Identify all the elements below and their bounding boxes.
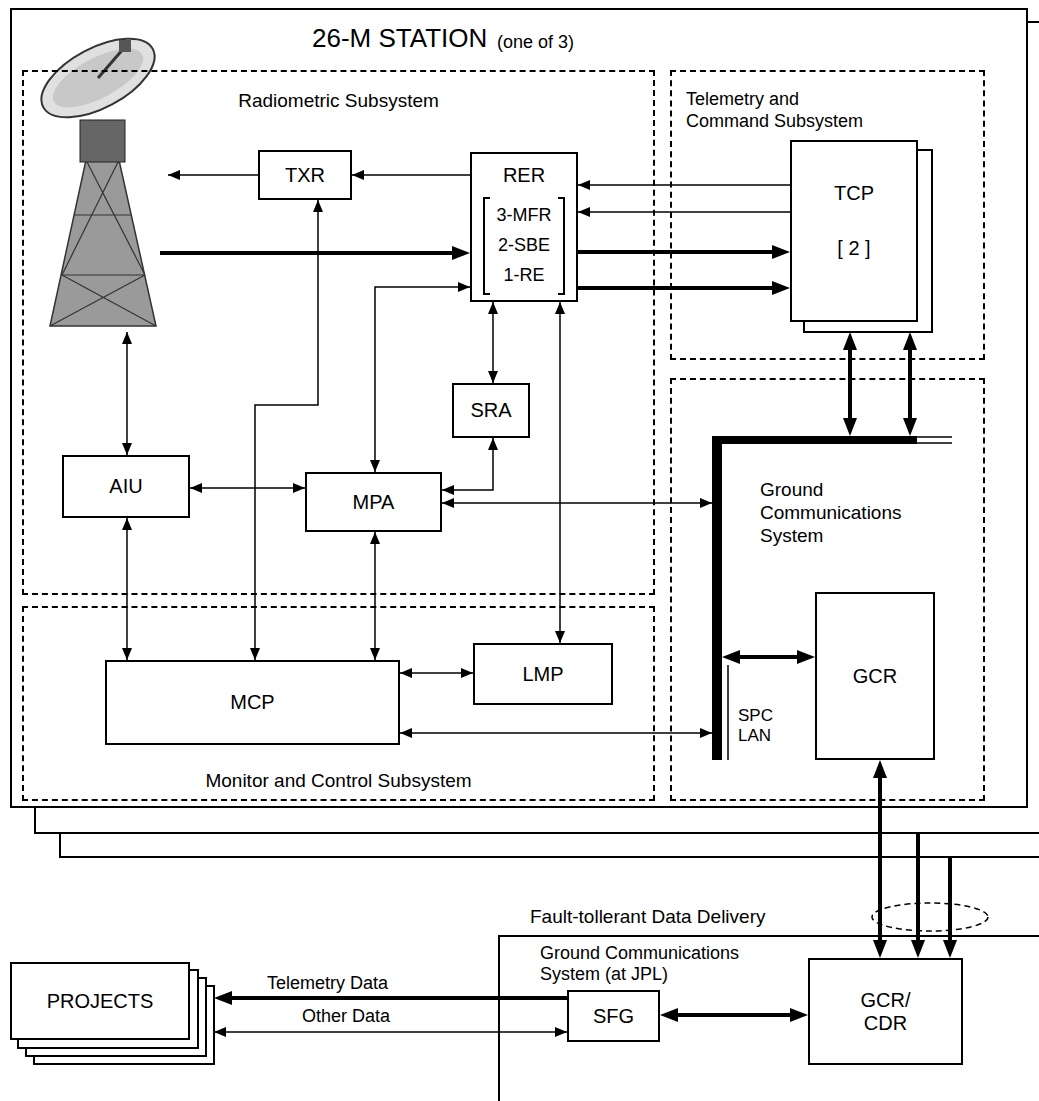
connector [400,732,712,734]
bracket [558,198,564,294]
antenna-lattice [50,160,156,326]
process-box: SRA [452,383,530,438]
connector [374,532,376,660]
box-label: GCR [853,665,897,688]
antenna-dish [29,22,167,133]
connector [670,1013,798,1017]
box-label: [ 2 ] [792,237,916,260]
connector [559,302,561,643]
box-label: PROJECTS [47,990,154,1013]
connector [190,487,305,489]
box-label: RER [472,164,576,187]
region-heading: (one of 3) [497,32,574,53]
antenna-control-line [126,332,128,455]
connector [492,302,494,383]
lan-bus-bar [712,436,722,760]
process-box: AIU [62,455,190,518]
connector [578,286,780,290]
box-label: AIU [109,475,142,498]
connector [126,518,128,660]
antenna-signal-line [160,251,460,255]
connector [732,655,805,659]
dashed-ellipse [872,903,988,931]
region-heading: Ground Communications System [760,478,925,547]
region-heading: Radiometric Subsystem [24,90,653,112]
process-box: TXR [258,150,352,200]
connector [214,1031,567,1033]
facility-region: Ground Communications System (at JPL) SFG… [498,935,1039,1101]
antenna-mount [80,120,125,162]
connector [352,174,470,176]
process-box: TCP [ 2 ] [790,140,918,322]
antenna-tower [50,160,156,326]
process-box: SFG [567,990,660,1042]
connector [442,438,493,490]
bracket [484,198,490,294]
subsystem-region: Telemetry and Command SubsystemTCP [ 2 ] [670,70,985,360]
antenna-illustration [29,22,167,326]
connector-label: Other Data [300,1006,392,1027]
box-label: SRA [470,399,511,422]
connector [224,996,567,1000]
connector-label: Telemetry Data [265,973,390,994]
connector [255,200,318,660]
process-box: GCR/ CDR [808,958,963,1065]
box-label: SFG [593,1005,634,1028]
box-label: TXR [285,164,325,187]
lan-bus: SPC LAN [712,436,952,760]
station-ground [10,8,1028,808]
region-heading: Ground Communications System (at JPL) [540,943,765,985]
antenna-feed [98,48,124,78]
connector [578,184,790,186]
subsystem-region: Ground Communications SystemSPC LAN GCR [670,378,985,801]
box-label: 3-MFR 2-SBE 1-RE [491,200,557,290]
connector [400,672,473,674]
annotation-label: Fault-tollerant Data Delivery [530,906,765,928]
box-label: TCP [792,182,916,205]
box-label: MPA [353,491,395,514]
region-heading: Monitor and Control Subsystem [24,770,653,792]
box-label: GCR/ CDR [856,989,916,1035]
connector [878,770,882,948]
connector [375,287,470,472]
region-heading: 26-M STATION [312,24,487,54]
lan-bus-line [728,437,952,760]
box-label: MCP [230,691,274,714]
subsystem-region: Radiometric SubsystemTXR RER 3-MFR 2-SBE 1… [22,70,655,595]
subsystem-region: Monitor and Control Subsystem MCP LMP [22,606,655,801]
tcp-ground [790,140,918,322]
region-heading: SPC LAN [738,706,788,745]
antenna-dish-face [44,37,151,119]
process-box: PROJECTS [10,962,190,1040]
process-box: GCR [815,592,935,760]
station-frame: 26-M STATION (one of 3) Radiometric Subsys… [10,8,1028,808]
process-box: MPA [305,472,442,532]
process-box: RER 3-MFR 2-SBE 1-RE [470,152,578,302]
projects-ground [10,962,190,1040]
connector [908,342,912,426]
antenna-signal-line [168,174,258,176]
connector [848,342,852,426]
lan-bus-bar [712,436,917,444]
antenna-feed-horn [119,40,131,52]
connector [578,250,780,254]
process-box: MCP [105,660,400,745]
connector [578,211,790,213]
box-label: LMP [522,663,563,686]
process-box: LMP [473,643,613,705]
region-heading: Telemetry and Command Subsystem [686,88,876,132]
